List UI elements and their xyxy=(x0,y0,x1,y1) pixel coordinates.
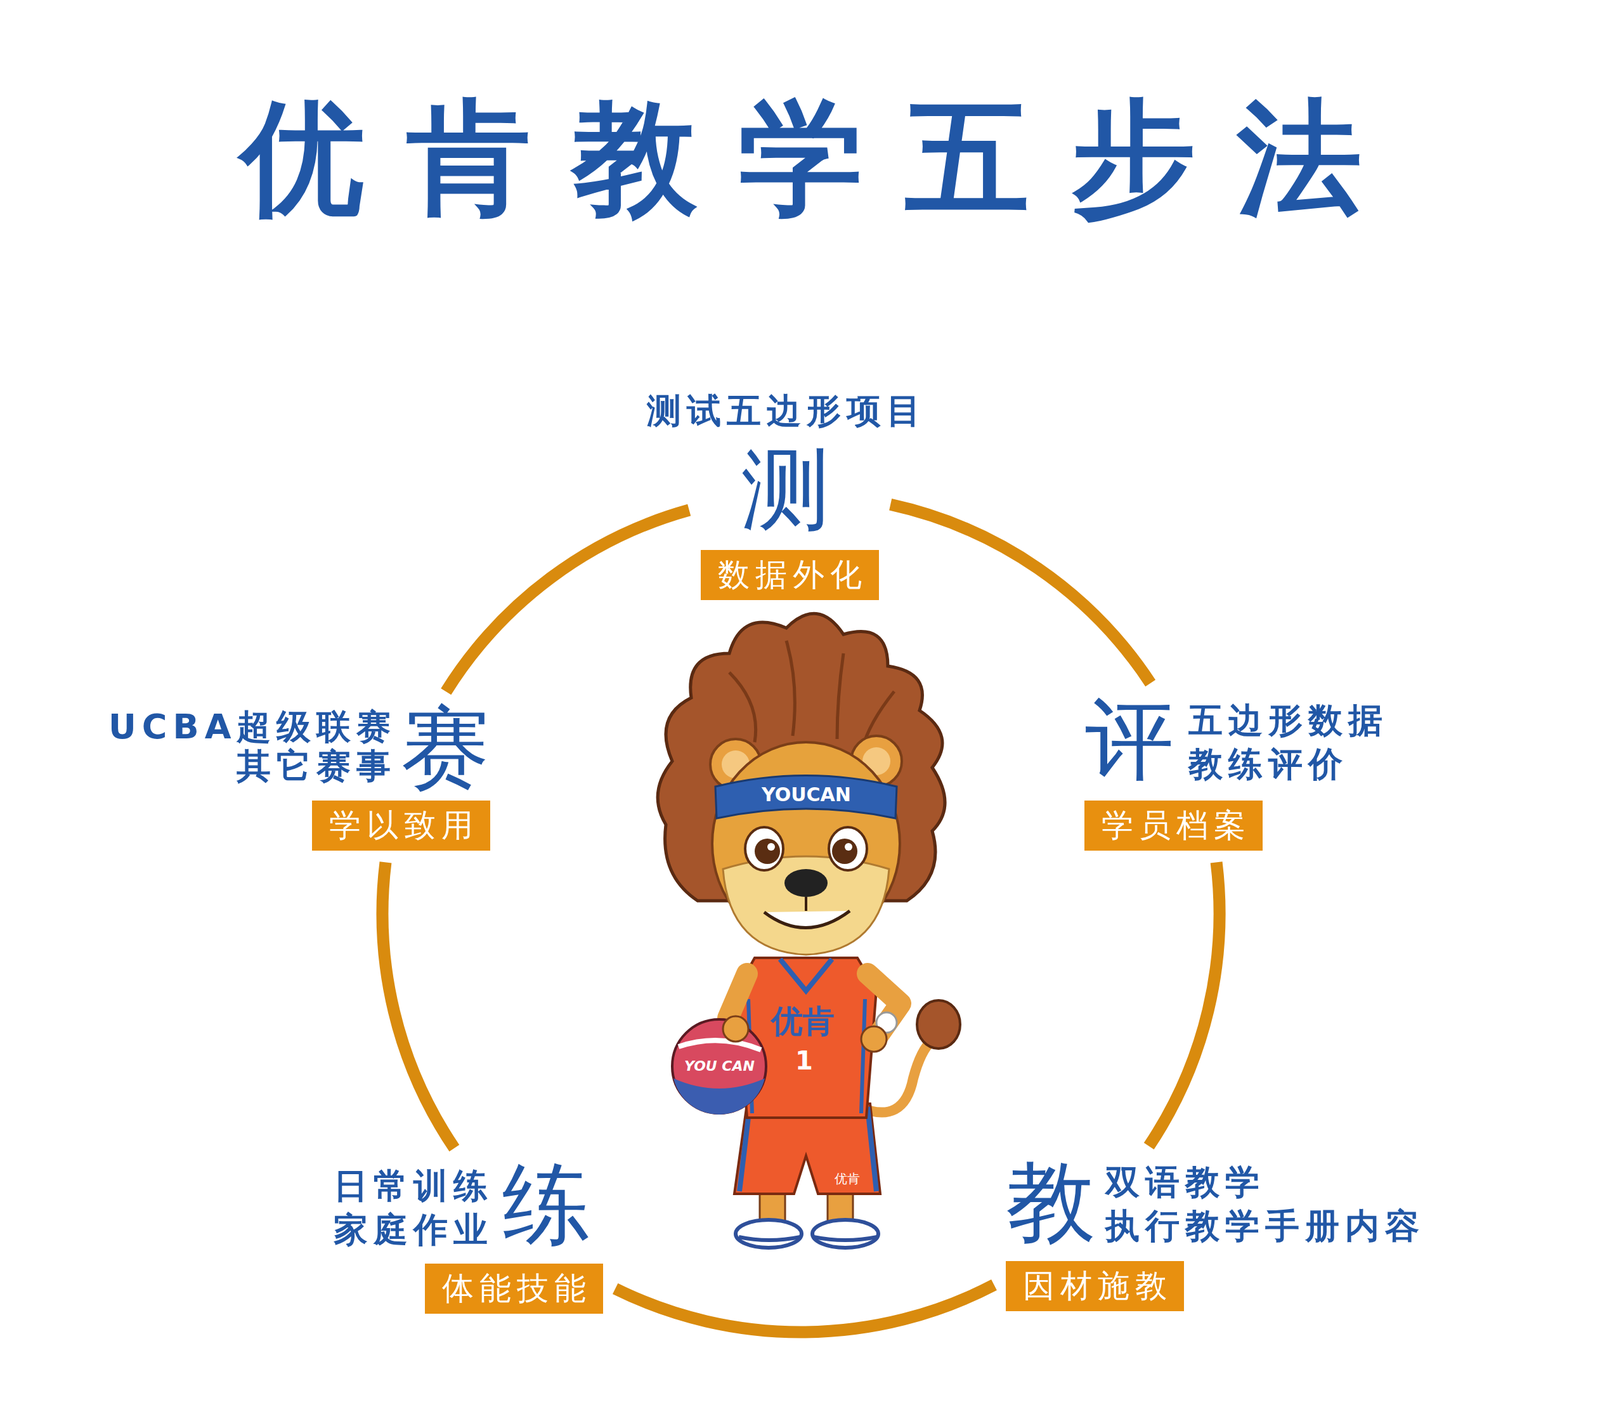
mascot-label: YOU CAN xyxy=(684,1058,755,1074)
mascot-part xyxy=(754,838,781,864)
tag-box: 学员档案 xyxy=(1084,800,1263,851)
stage-character: 教 xyxy=(1006,1157,1096,1247)
stage-node: 赛UCBA超级联赛其它赛事学以致用 xyxy=(312,703,491,851)
mascot-part xyxy=(828,826,867,871)
mascot-part xyxy=(812,1219,879,1248)
mascot-part xyxy=(861,998,866,1113)
diagram-title: 优肯教学五步法 xyxy=(240,95,1404,221)
mascot-part xyxy=(735,1219,802,1248)
stage-description: 教练评价 xyxy=(1188,745,1349,783)
mascot-part xyxy=(867,1106,877,1191)
stage-description: 日常训练 xyxy=(333,1166,494,1205)
tag-text: 学员档案 xyxy=(1101,806,1252,844)
stage-character: 测 xyxy=(741,445,831,534)
stage-description: 其它赛事 xyxy=(236,747,397,785)
tag-box: 因材施教 xyxy=(1005,1260,1184,1311)
mascot-part xyxy=(917,1000,961,1049)
mascot-part xyxy=(813,1236,878,1240)
tag-text: 因材施教 xyxy=(1022,1267,1173,1304)
tag-text: 数据外化 xyxy=(717,556,868,593)
mascot-label: 1 xyxy=(795,1046,814,1075)
lion-head xyxy=(710,735,902,955)
mascot-part xyxy=(861,1026,887,1052)
ring-arc xyxy=(1149,861,1220,1146)
tag-box: 学以致用 xyxy=(312,800,491,851)
mascot-part xyxy=(804,896,808,911)
stage-node: 练日常训练家庭作业体能技能 xyxy=(424,1159,604,1314)
lion-legs xyxy=(735,1185,879,1248)
mascot-part xyxy=(780,958,833,991)
stage-description: 五边形数据 xyxy=(1188,701,1389,739)
mascot-part xyxy=(767,842,775,851)
mascot-part xyxy=(844,842,853,851)
tag-box: 体能技能 xyxy=(424,1263,604,1314)
mascot-part xyxy=(832,838,858,864)
stage-node: 评五边形数据教练评价学员档案 xyxy=(1084,695,1263,851)
stage-description: 双语教学 xyxy=(1105,1163,1266,1201)
stage-description: 执行教学手册内容 xyxy=(1105,1206,1425,1245)
ring-arc xyxy=(382,861,455,1148)
mascot-label: 优肯 xyxy=(834,1171,860,1186)
stage-node: 测测试五边形项目数据外化 xyxy=(700,445,879,600)
mascot-part xyxy=(728,973,748,1018)
stage-description: 家庭作业 xyxy=(333,1210,494,1249)
mascot-part xyxy=(764,910,850,928)
tag-text: 体能技能 xyxy=(442,1269,592,1307)
mascot-part xyxy=(722,856,890,955)
mascot-part xyxy=(729,640,895,749)
ring-arc xyxy=(890,504,1151,683)
tag-box: 数据外化 xyxy=(700,549,879,600)
mascot-part xyxy=(678,1040,761,1050)
mascot-part xyxy=(738,1236,801,1240)
stage-description: 测试五边形项目 xyxy=(646,391,927,430)
stage-description: UCBA超级联赛 xyxy=(108,707,397,746)
tag-text: 学以致用 xyxy=(329,806,479,844)
stage-character: 评 xyxy=(1085,695,1174,784)
ring-arc xyxy=(445,509,689,692)
stage-node: 教双语教学执行教学手册内容因材施教 xyxy=(1005,1157,1184,1311)
mascot-part xyxy=(745,826,784,871)
basketball xyxy=(672,1015,767,1115)
mascot-part xyxy=(673,1078,765,1115)
mascot-part xyxy=(784,868,828,897)
mascot-part xyxy=(739,1106,750,1191)
ring-arc xyxy=(615,1284,994,1332)
mascot-part xyxy=(715,775,897,819)
mascot-label: YOUCAN xyxy=(761,783,852,805)
stage-character: 练 xyxy=(502,1159,592,1249)
stage-character: 赛 xyxy=(400,703,490,793)
mascot-label: 优肯 xyxy=(771,1003,835,1039)
mascot-part xyxy=(722,1015,749,1042)
